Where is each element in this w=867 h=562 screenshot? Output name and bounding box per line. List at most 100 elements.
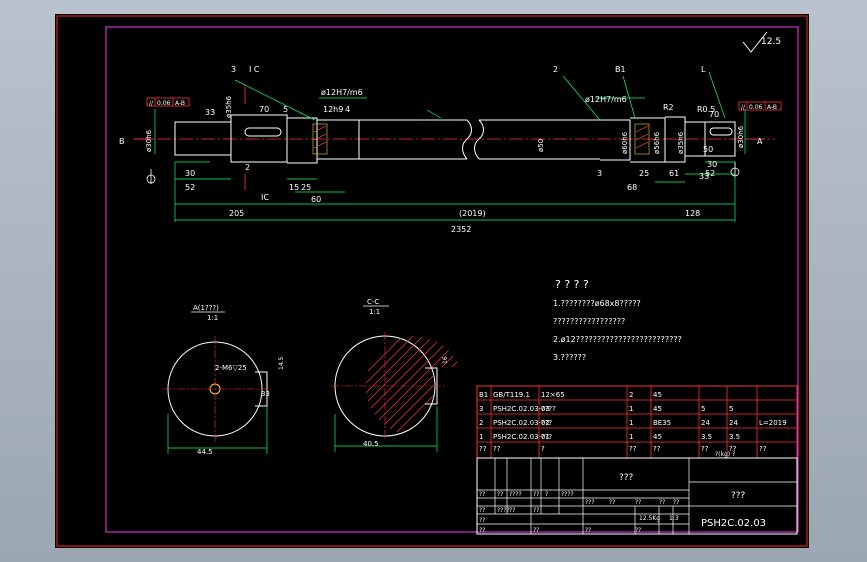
section-c-title: C-C	[367, 298, 379, 306]
title-block-cell: ??	[533, 491, 539, 498]
radius-r05: R0.5	[697, 105, 715, 114]
bom-cell: BE35	[653, 419, 671, 427]
bom-header-cell: ??	[701, 445, 709, 453]
inner-frame	[105, 26, 799, 533]
title-block-cell: ????	[497, 507, 510, 514]
dim-128: 128	[685, 209, 700, 218]
dim-52-right: 52	[705, 169, 715, 178]
diam-right-2: ø56h6	[653, 131, 661, 154]
section-a-width: 44.5	[197, 448, 213, 456]
note-line-4: 3.??????	[553, 353, 586, 362]
dimension-lines	[154, 71, 746, 222]
dim-15: 15	[289, 183, 299, 192]
title-block-cell: ??	[659, 499, 665, 506]
dim-30-right: 30	[707, 160, 717, 169]
drawing-code: PSH2C.02.03	[701, 518, 766, 529]
bom-cell: 3	[479, 405, 483, 413]
title-block-cell: ??	[479, 507, 485, 514]
dim-68: 68	[627, 183, 637, 192]
bom-cell: 24	[701, 419, 710, 427]
roughness-symbol: 12.5	[742, 31, 781, 53]
note-line-3: 2.ø12?????????????????????????	[553, 335, 682, 344]
bom-cell: PSH2C.02.03-03	[493, 405, 550, 413]
company-name: ???	[731, 491, 746, 501]
bom-header-mass: ?(kg) ?	[715, 451, 735, 458]
bom-cell: 1	[479, 433, 483, 441]
title-block-cell: ??	[635, 499, 641, 506]
section-c-scale: 1:1	[369, 308, 380, 316]
title-block: ??? ??? 12.5Kg 1:3 PSH2C.02.03 ?????????…	[476, 457, 798, 535]
note-line-2: ?????????????????	[553, 317, 625, 326]
view-b-label: B	[119, 137, 125, 146]
bom-cell: 45	[653, 391, 662, 399]
bom-header-cell: ??	[479, 445, 487, 453]
title-block-cell: ??	[479, 527, 485, 534]
bom-header-cell: ??	[729, 445, 737, 453]
title-block-cell: ??	[609, 499, 615, 506]
scale-value: 1:3	[669, 515, 679, 522]
leader-l: L	[701, 65, 706, 74]
fit-left: ø12H7/m6	[321, 88, 363, 97]
diam-middle: ø50	[537, 139, 545, 152]
bom-header-cell: ?	[541, 445, 545, 453]
title-block-cell: ??	[635, 527, 641, 534]
section-c-view: C-C 1:1 16 40.5	[331, 298, 460, 452]
radius-r2: R2	[663, 103, 674, 112]
fit-right: ø12H7/m6	[585, 95, 627, 104]
title-block-cell: ??	[479, 517, 485, 524]
leader-3: 3	[231, 65, 236, 74]
title-block-cell: ??	[533, 507, 539, 514]
bom-cell: 3.5	[701, 433, 712, 441]
bom-cell: GB/T119.1	[493, 391, 530, 399]
dim-50-right: 50	[703, 145, 713, 154]
bom-cell: 24	[729, 419, 738, 427]
roughness-value: 12.5	[761, 37, 781, 47]
bom-header-cell: ??	[629, 445, 637, 453]
section-c-bottom: IC	[261, 193, 269, 202]
bom-cell: L=2019	[759, 419, 787, 427]
dim-70-left: 70	[259, 105, 269, 114]
section-c-width: 40.5	[363, 440, 379, 448]
dim-25: 25	[301, 183, 311, 192]
bom-cell: PSH2C.02.03-02	[493, 419, 550, 427]
bom-cell: 5	[701, 405, 705, 413]
svg-text://: //	[149, 100, 154, 107]
cad-viewport[interactable]: 12.5	[55, 14, 809, 548]
title-block-cell: ??	[479, 491, 485, 498]
bom-cell: 12×65	[541, 391, 565, 399]
section-a-scale: 1:1	[207, 314, 218, 322]
mass-value: 12.5Kg	[639, 515, 660, 522]
dim-2019: (2019)	[459, 209, 486, 218]
notes-heading: ? ? ? ?	[555, 278, 589, 291]
diam-right-3: ø35h6	[677, 131, 685, 154]
section-c-top: I C	[249, 65, 260, 74]
bom-cell: 5	[729, 405, 733, 413]
outer-frame	[56, 15, 808, 547]
bom-header-cell: ??	[493, 445, 501, 453]
svg-text:A-B: A-B	[767, 104, 777, 111]
leader-2: 2	[553, 65, 558, 74]
key-depth-c: 16	[442, 356, 449, 364]
title-block-cell: ??	[585, 527, 591, 534]
dim-2352: 2352	[451, 225, 471, 234]
bom-cell: 45	[653, 405, 662, 413]
bom-cell: ????	[541, 405, 556, 413]
diam-left: ø30h6	[145, 129, 153, 152]
shaft-outline	[174, 114, 736, 164]
dim-60: 60	[311, 195, 321, 204]
dim-61: 61	[669, 169, 679, 178]
bom-cell: 2	[629, 391, 633, 399]
tolerance-frame-right: // 0.06 A-B	[738, 101, 782, 111]
dim-70-right: 70	[709, 110, 719, 119]
pin-hatching	[312, 123, 650, 155]
title-block-cell: ???	[585, 499, 595, 506]
diam-right-1: ø60h6	[621, 131, 629, 154]
dim-205: 205	[229, 209, 244, 218]
section-markers	[133, 84, 765, 190]
bom-cell: B1	[479, 391, 488, 399]
dim-25-right: 25	[639, 169, 649, 178]
dim-3-right: 3	[597, 169, 602, 178]
leader-b1: B1	[615, 65, 626, 74]
cad-drawing: 12.5	[56, 15, 808, 547]
